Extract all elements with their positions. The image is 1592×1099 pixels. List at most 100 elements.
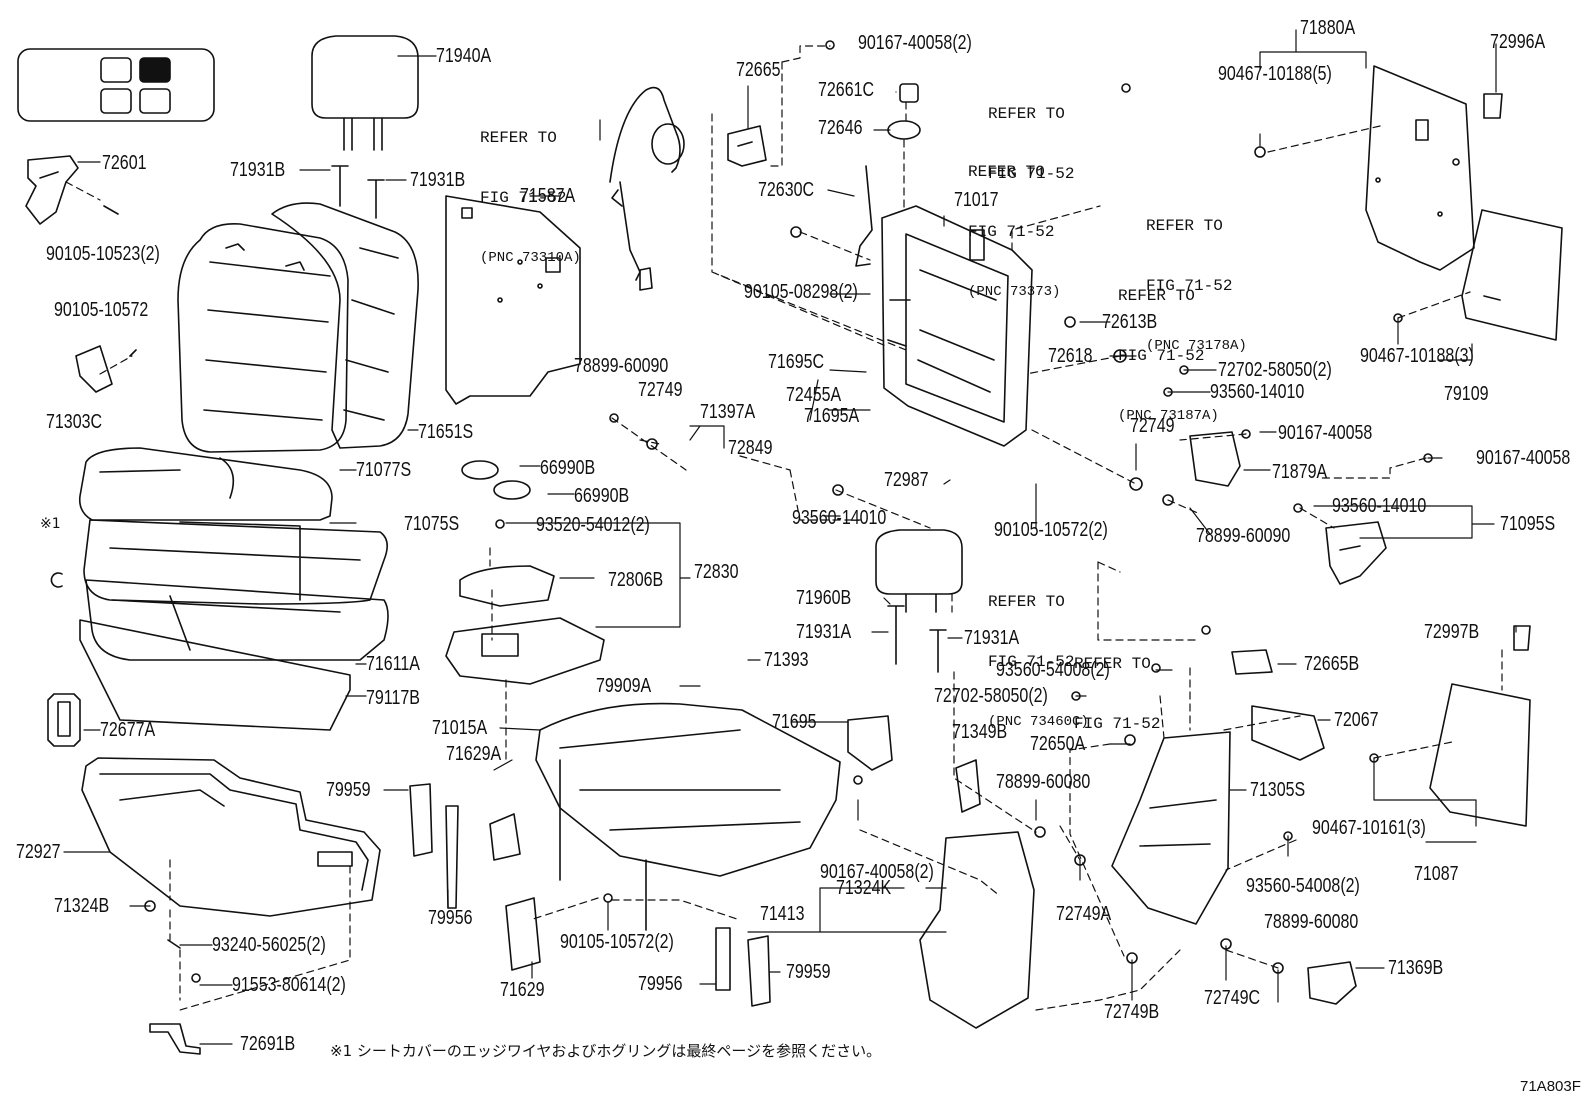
part-label-72927: 72927 — [16, 841, 61, 863]
headrest-center — [875, 529, 963, 613]
cover-71349B — [955, 759, 981, 813]
part-label-90105-10572: 90105-10572 — [54, 299, 149, 321]
part-label-71349B: 71349B — [952, 721, 1008, 743]
bracket-71695 — [847, 715, 893, 771]
lower-tray — [81, 757, 381, 917]
part-label-71931A-left: 71931A — [796, 621, 852, 643]
cover-71629 — [505, 897, 541, 971]
part-label-72630C: 72630C — [758, 179, 815, 201]
part-label-90105-08298: 90105-08298(2) — [744, 281, 858, 303]
part-label-71629: 71629 — [500, 979, 545, 1001]
part-label-72067: 72067 — [1334, 709, 1379, 731]
reference-note-line: FIG 71-52 — [1118, 347, 1205, 365]
part-label-71017: 71017 — [954, 189, 999, 211]
bracket-72691B — [149, 1023, 201, 1055]
seat-belt-assembly — [609, 86, 685, 291]
part-label-72665B: 72665B — [1304, 653, 1360, 675]
guide-71931A-right — [929, 629, 947, 673]
part-label-71087: 71087 — [1414, 863, 1459, 885]
part-label-79959-b: 79959 — [786, 961, 831, 983]
seat-back-right — [271, 202, 419, 449]
part-label-90467-10161: 90467-10161(3) — [1312, 817, 1426, 839]
bar-79956-upper — [445, 805, 459, 909]
part-label-72665: 72665 — [736, 59, 781, 81]
part-label-72650A: 72650A — [1030, 733, 1086, 755]
part-label-71695C: 71695C — [768, 351, 825, 373]
part-label-93560-14010-c: 93560-14010 — [1332, 495, 1427, 517]
clip-72997B — [1513, 625, 1531, 651]
part-label-71303C: 71303C — [46, 411, 103, 433]
footnote-text: ※1 シートカバーのエッジワイヤおよびホグリングは最終ページを参照ください。 — [330, 1042, 882, 1060]
seatback-frame — [881, 205, 1033, 447]
reference-note-3: REFER TO FIG 71-52 (PNC 73373) — [968, 122, 1060, 322]
reference-note-4: REFER TO FIG 71-52 (PNC 73178A) — [1146, 176, 1247, 376]
part-label-71587A: 71587A — [520, 185, 576, 207]
panel-71087 — [1429, 683, 1531, 827]
part-label-71095S: 71095S — [1500, 513, 1556, 535]
part-label-72749C: 72749C — [1204, 987, 1261, 1009]
latch-72601 — [25, 155, 79, 225]
guide-71931B-left — [331, 165, 349, 207]
lower-trim-71413 — [919, 831, 1035, 1029]
armrest-72830 — [445, 565, 605, 685]
rail-72067 — [1251, 705, 1325, 761]
part-label-79109: 79109 — [1444, 383, 1489, 405]
part-label-90167-40058-c: 90167-40058 — [1476, 447, 1571, 469]
reference-note-line: FIG 71-52 — [968, 223, 1055, 241]
bezel-72646 — [887, 120, 921, 140]
seatback-board — [445, 195, 581, 405]
part-label-78899-60080-b: 78899-60080 — [1264, 911, 1359, 933]
part-label-71305S: 71305S — [1250, 779, 1306, 801]
part-label-90467-10188-3: 90467-10188(3) — [1360, 345, 1474, 367]
belt-cover-72665 — [727, 125, 767, 167]
part-label-66990B-a: 66990B — [540, 457, 596, 479]
part-label-90105-10572-b: 90105-10572(2) — [994, 519, 1108, 541]
reference-note-pnc: (PNC 73178A) — [1146, 338, 1247, 354]
cover-71629A — [489, 813, 521, 861]
part-label-72749-b: 72749 — [1130, 415, 1175, 437]
seat-frame-71305S — [1111, 731, 1231, 925]
seatback-panel-71880A — [1365, 65, 1475, 271]
footnote-marker: ※1 — [40, 516, 61, 532]
part-label-79117B: 79117B — [366, 687, 420, 709]
part-label-71015A: 71015A — [432, 717, 488, 739]
hog-ring-symbol — [50, 572, 63, 588]
part-label-93560-14010-a: 93560-14010 — [1210, 381, 1305, 403]
part-label-71413: 71413 — [760, 903, 805, 925]
part-label-72601: 72601 — [102, 152, 147, 174]
reference-note-line: FIG 71-52 — [988, 165, 1075, 183]
reference-note-line: REFER TO — [968, 163, 1045, 181]
seat-cushion-frame — [535, 702, 841, 931]
part-label-71695A: 71695A — [804, 405, 860, 427]
reference-note-line: REFER TO — [1118, 287, 1195, 305]
part-label-72806B: 72806B — [608, 569, 664, 591]
part-label-71931B-left: 71931B — [230, 159, 286, 181]
part-label-72749B: 72749B — [1104, 1001, 1160, 1023]
bar-79956-lower — [715, 927, 731, 991]
reference-note-line: FIG 71-52 — [988, 653, 1075, 671]
part-label-79956-b: 79956 — [638, 973, 683, 995]
bracket-71303C — [75, 345, 113, 393]
reference-note-7: REFER TO FIG 71-52 — [1074, 614, 1160, 754]
trim-79959-lower — [747, 935, 771, 1007]
part-label-72749-a: 72749 — [638, 379, 683, 401]
part-label-71369B: 71369B — [1388, 957, 1444, 979]
part-label-71695: 71695 — [772, 711, 817, 733]
part-label-72702-58050-b: 72702-58050(2) — [934, 685, 1048, 707]
cup-holder-upper — [461, 460, 499, 480]
panel-79109 — [1461, 209, 1563, 341]
part-label-93560-54008-a: 93560-54008(2) — [996, 659, 1110, 681]
part-label-71931A-right: 71931A — [964, 627, 1020, 649]
part-label-71629A: 71629A — [446, 743, 502, 765]
part-label-71077S: 71077S — [356, 459, 412, 481]
trim-79959-upper — [409, 783, 433, 857]
part-label-71879A: 71879A — [1272, 461, 1328, 483]
part-label-71324B: 71324B — [54, 895, 110, 917]
part-label-90105-10523: 90105-10523(2) — [46, 243, 160, 265]
part-label-72677A: 72677A — [100, 719, 156, 741]
dashed-assembly-lines — [65, 45, 1503, 1011]
part-label-79909A: 79909A — [596, 675, 652, 697]
part-label-90467-10188-5: 90467-10188(5) — [1218, 63, 1332, 85]
part-label-71075S: 71075S — [404, 513, 460, 535]
